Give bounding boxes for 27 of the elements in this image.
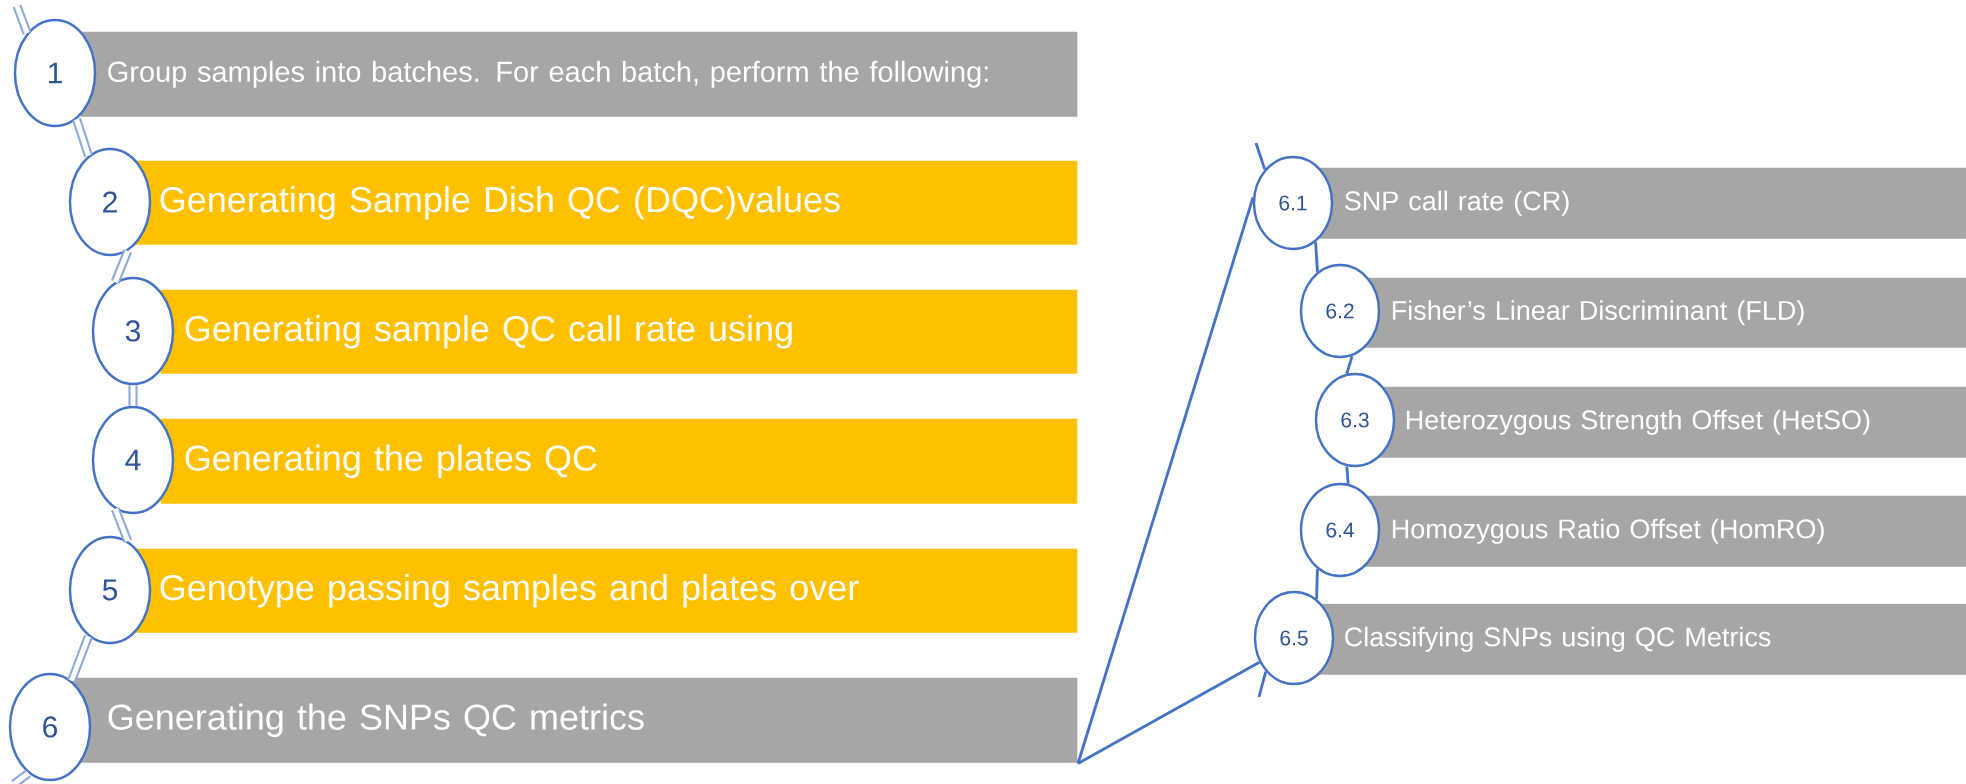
step-bar: Generating the plates QC [160,418,1078,504]
connector-line [1314,242,1319,272]
connector-line [1077,661,1261,765]
step-bar: Genotype passing samples and plates over [133,548,1078,633]
connector-line [110,249,133,284]
connector-line [67,634,93,683]
substep-bar: SNP call rate (CR) [1309,167,1966,239]
connector-line [72,117,93,158]
step-bar: Group samples into batches. For each batch, perform the following: [80,31,1078,117]
substep-bar: Classifying SNPs using QC Metrics [1309,603,1966,675]
connector-line [1254,142,1267,170]
connector-line [1076,196,1255,764]
connector-line [12,4,32,35]
connector-line [110,507,133,543]
connector-line [128,385,138,406]
connector-line [1345,466,1350,484]
connector-line [1257,671,1268,698]
connector-line [11,769,32,784]
substep-bar: Heterozygous Strength Offset (HetSO) [1370,386,1966,458]
step-bar: Generating sample QC call rate using [160,289,1078,374]
step-bar: Generating Sample Dish QC (DQC)values [133,160,1078,245]
substep-bar: Fisher’s Linear Discriminant (FLD) [1356,277,1966,348]
connector-line [1315,569,1319,599]
substep-bar: Homozygous Ratio Offset (HomRO) [1356,495,1966,567]
step-bar: Generating the SNPs QC metrics [70,677,1078,763]
connector-line [1345,355,1354,375]
node-label: 6 [43,716,58,738]
